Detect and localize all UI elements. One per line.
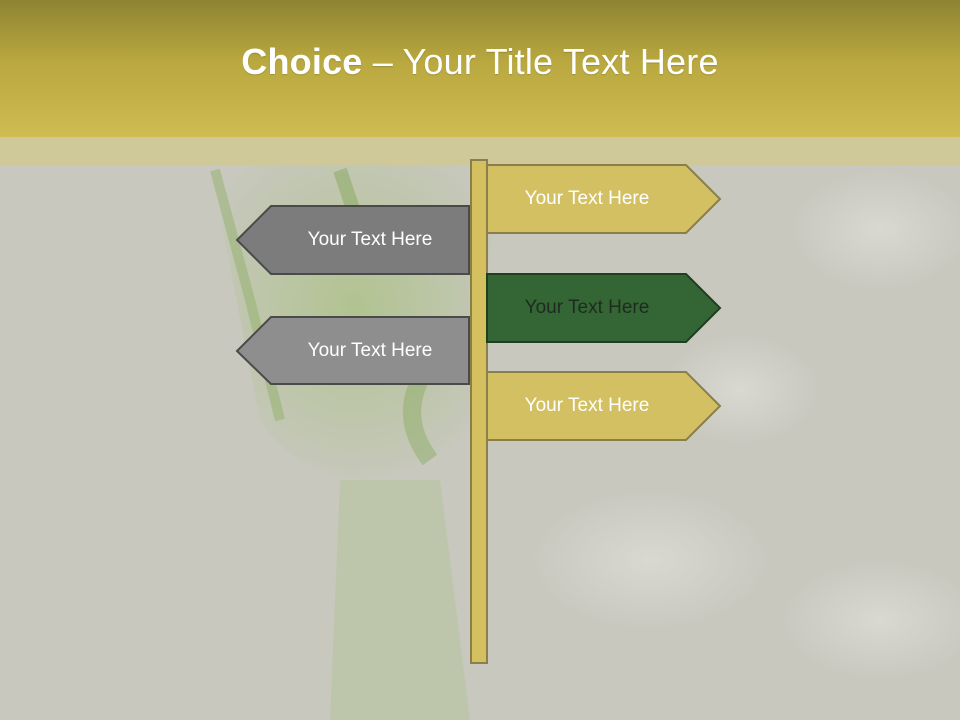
sign-3-label: Your Text Here <box>524 297 650 318</box>
sign-4-shape <box>235 316 470 385</box>
signpost-pole <box>470 159 488 664</box>
sign-1-label: Your Text Here <box>524 188 650 209</box>
sign-5-shape <box>486 371 722 441</box>
title-bold: Choice <box>241 40 363 82</box>
slide-title: Choice – Your Title Text Here <box>241 41 718 83</box>
sign-4-label: Your Text Here <box>307 339 433 361</box>
sign-2-label: Your Text Here <box>307 229 433 250</box>
sign-1-shape <box>486 164 722 234</box>
title-bar: Choice – Your Title Text Here <box>0 0 960 137</box>
title-rest: – Your Title Text Here <box>362 40 719 82</box>
sign-3-shape <box>486 273 722 343</box>
sign-2-shape <box>235 205 470 275</box>
sign-5-label: Your Text Here <box>524 395 650 416</box>
